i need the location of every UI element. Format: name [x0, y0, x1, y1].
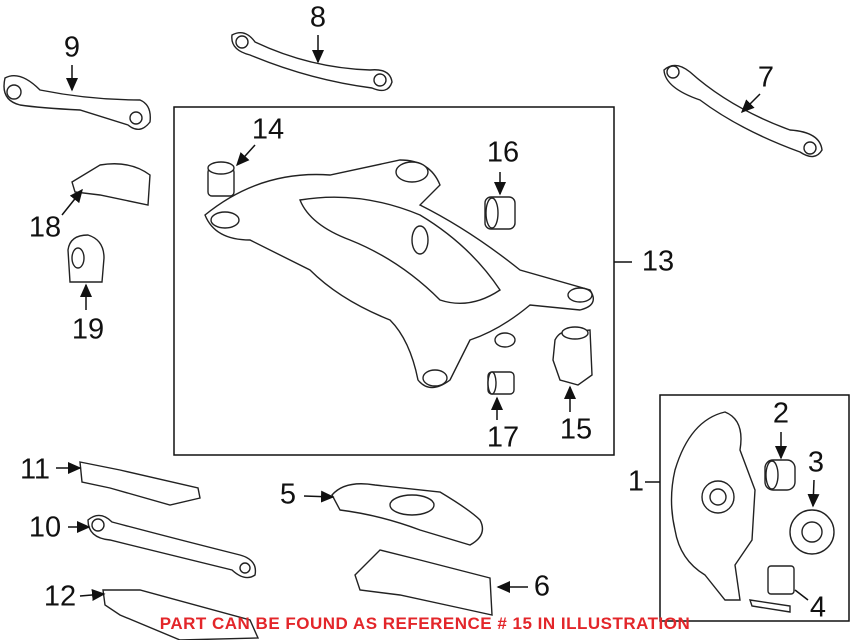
part-8-control-arm	[231, 32, 393, 92]
label-1: 1	[627, 465, 645, 498]
label-15: 15	[559, 413, 593, 446]
label-6: 6	[533, 570, 551, 603]
label-4: 4	[809, 591, 827, 624]
part-5-lower-arm	[331, 483, 484, 546]
subframe-group-box	[173, 106, 615, 456]
label-18: 18	[28, 211, 62, 244]
label-17: 17	[486, 421, 520, 454]
part-6-shield	[354, 549, 493, 616]
label-9: 9	[63, 31, 81, 64]
knuckle-group-box	[659, 394, 850, 622]
part-4-bushing	[748, 565, 795, 613]
label-7: 7	[757, 61, 775, 94]
part-12-shield	[102, 589, 260, 640]
part-9-control-arm	[3, 75, 151, 130]
part-10-arm	[87, 514, 257, 579]
part-15-mount	[552, 326, 593, 386]
label-10: 10	[28, 511, 62, 544]
part-1-knuckle	[670, 411, 756, 601]
label-19: 19	[71, 313, 105, 346]
label-3: 3	[807, 446, 825, 479]
footer-note: PART CAN BE FOUND AS REFERENCE # 15 IN I…	[159, 614, 691, 633]
part-11-arm	[79, 461, 201, 506]
part-13-subframe	[204, 159, 594, 389]
leader-lines	[56, 35, 820, 601]
label-13: 13	[641, 245, 675, 278]
label-12: 12	[43, 580, 77, 613]
part-14-bushing	[207, 161, 235, 197]
label-16: 16	[486, 136, 520, 169]
label-2: 2	[772, 397, 790, 430]
part-19-mount	[67, 234, 105, 283]
part-18-bracket	[71, 163, 151, 206]
part-3-hub	[789, 509, 835, 555]
part-16-bushing	[484, 196, 516, 230]
label-8: 8	[309, 1, 327, 34]
label-14: 14	[251, 113, 285, 146]
label-11: 11	[19, 453, 51, 486]
part-2-bushing	[764, 459, 796, 491]
label-5: 5	[279, 478, 297, 511]
part-17-bushing	[487, 371, 515, 395]
